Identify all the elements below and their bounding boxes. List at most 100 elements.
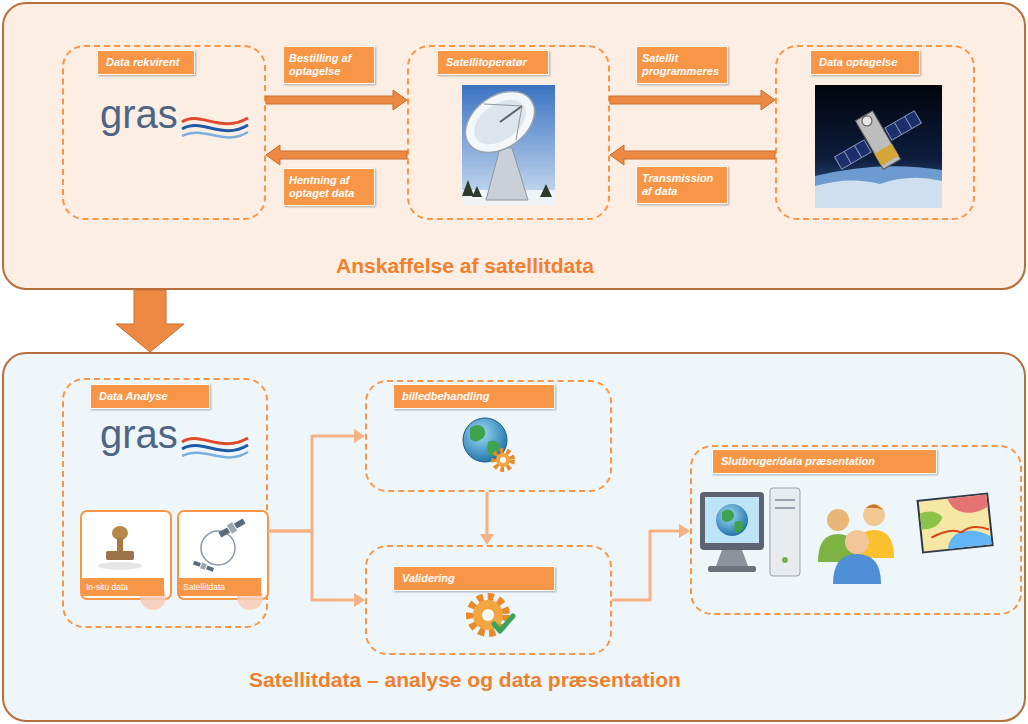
antenna-photo [484,104,522,106]
big-arrow [116,290,184,352]
computer-icon [716,504,748,536]
arrow-head [354,593,365,607]
satellite-icon [206,565,214,571]
people-icon [845,530,869,554]
logo-swoosh [182,452,248,457]
stamp-icon [106,551,134,560]
satellite-photo [815,85,942,208]
box-tab: Data optagelse [810,50,920,75]
badge-circle [140,584,166,610]
edge-label: Hentning af optaget data [283,168,375,206]
logo-swoosh [182,132,248,137]
globe-gear-icon [500,457,506,463]
gear-check-icon [494,616,513,631]
box-tab: billedbehandling [393,384,555,409]
panel-title: Anskaffelse af satellitdata [336,253,594,278]
satellite-photo [855,111,900,169]
computer-icon [722,510,744,534]
flow-arrow [268,429,365,531]
antenna-photo [516,106,522,140]
satellite-photo [815,178,942,208]
people-icon [827,509,849,531]
computer-icon [708,566,756,572]
block-arrow [116,290,184,352]
people-icon [863,504,885,526]
label-holder: Hentning af optaget data [283,168,375,206]
logo-swoosh [182,445,248,451]
stamp-icon [117,538,123,552]
arrow-head [679,524,690,538]
antenna-photo [500,106,522,122]
satellite-icon [193,561,201,567]
antenna-photo [486,148,528,200]
gear-check-icon [470,597,513,633]
map-icon [931,526,989,538]
flow-arrow [612,524,690,600]
satellite-photo [860,114,874,128]
process-box: Data rekvirent gras [62,45,266,220]
globe-gear-icon [496,453,510,467]
connector-line [268,531,354,600]
computer-icon [775,507,795,509]
box-tab: Data Analyse [90,384,210,409]
box-tab: Slutbruger/data præsentation [712,449,937,474]
block-arrow [610,145,775,165]
satellite-photo [844,151,851,163]
logo-swoosh [182,438,248,457]
badge-circle [140,584,263,610]
computer-icon [716,550,748,566]
connector-line [268,436,354,531]
globe-gear-icon [494,451,512,469]
people-icon [818,504,894,584]
edge-label: Bestilling af optagelse [283,46,375,84]
block-arrow [266,145,407,165]
map-icon [920,510,944,530]
computer-icon [705,497,759,543]
label-holder: Transmission af data [636,166,728,204]
satellite-icon [234,518,246,528]
box-tab: Satellitoperatør [437,50,549,75]
block-arrow [610,90,775,110]
arrow-head [354,429,365,443]
logo-swoosh [182,125,248,131]
antenna-photo [454,79,546,165]
satellite-icon [217,517,246,540]
satellite-photo [905,116,912,128]
map-icon [918,493,993,552]
label-holder: Bestilling af optagelse [283,46,375,84]
connector-line [486,492,489,534]
stamp-icon [98,562,142,570]
satellite-icon [201,531,235,565]
antenna-photo [466,91,534,154]
satellite-photo [824,93,932,187]
satellite-photo [885,111,921,140]
satellite-icon [200,562,207,569]
logo-swoosh [182,118,248,124]
antenna-photo [454,79,555,205]
block-arrow [266,90,407,110]
block-arrow [610,145,775,165]
satellite-icon [218,527,230,537]
box-tab: Validering [393,566,555,591]
satellite-photo [894,122,901,134]
arrow-head [480,534,494,545]
edge-label: Transmission af data [636,166,728,204]
people-icon [866,504,883,510]
block-arrow [266,145,407,165]
logo-swoosh [182,438,248,444]
box-tab: Data rekvirent [97,50,195,75]
flow-arrow [480,492,494,545]
badge-circle [237,584,263,610]
data-card: Satellitdata [177,510,269,600]
computer-icon [770,488,800,576]
block-arrow [266,90,407,110]
computer-icon [782,557,788,563]
satellite-photo [835,140,871,169]
people-icon [833,554,881,584]
satellite-icon [193,517,247,573]
panel-title: Satellitdata – analyse og data præsentat… [249,667,681,692]
satellite-photo [815,166,942,208]
logo-text: gras [100,94,178,134]
label-holder: Satellit programmeres [636,46,728,84]
globe-gear-icon [463,418,512,469]
